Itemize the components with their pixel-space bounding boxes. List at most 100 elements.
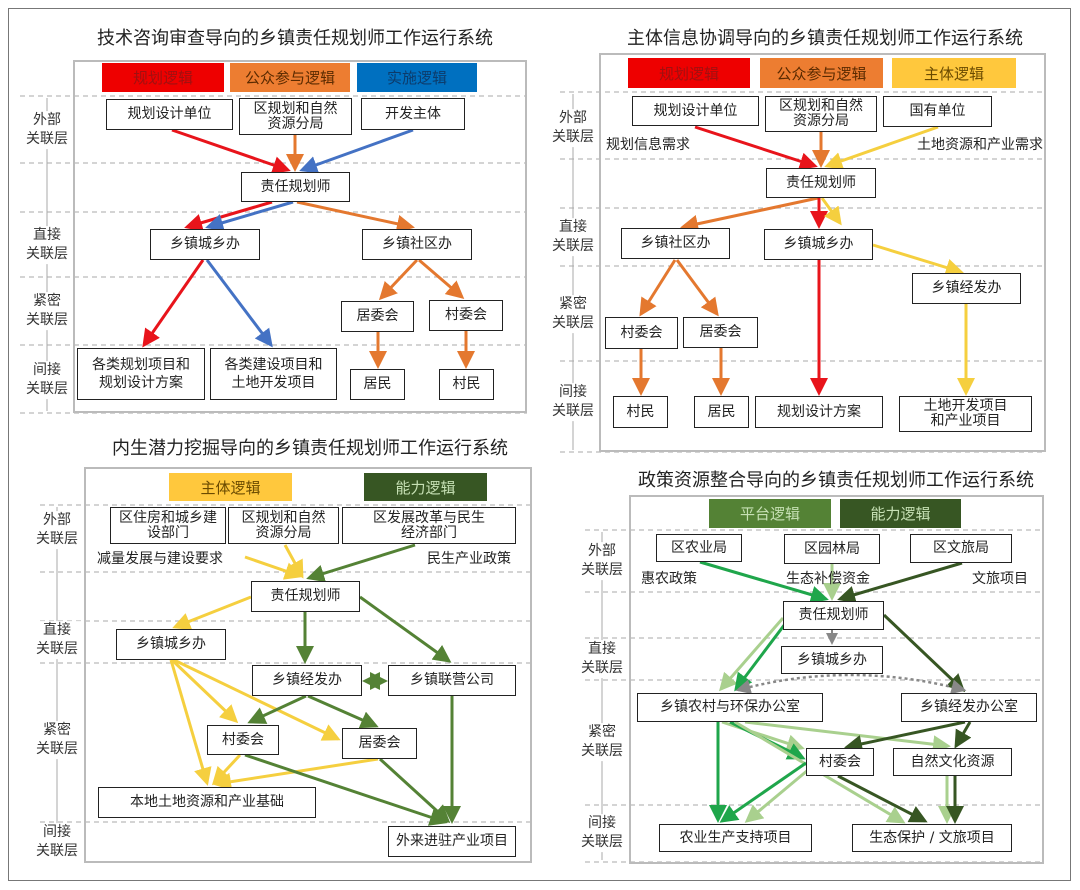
legend-planning-logic: 规划逻辑	[628, 58, 750, 88]
node-villagers: 村民	[439, 369, 494, 400]
arrow-dark-green	[837, 774, 928, 823]
layer-direct: 直接 关联层	[577, 640, 627, 678]
panel-box	[73, 60, 527, 413]
node-natural-cultural-resources: 自然文化资源	[893, 748, 1012, 776]
legend-public-participation-logic: 公众参与逻辑	[760, 58, 883, 88]
arrow-blue	[205, 259, 273, 348]
arrow-yellow	[820, 197, 842, 226]
legend-capability-logic: 能力逻辑	[840, 499, 961, 528]
node-town-economic-office: 乡镇经发办	[912, 273, 1021, 304]
node-agricultural-support-projects: 农业生产支持项目	[659, 824, 812, 852]
layer-close: 紧密 关联层	[548, 295, 598, 333]
arrow-blue	[299, 128, 414, 174]
node-villagers-committee: 村委会	[806, 748, 874, 776]
arrow-green	[247, 694, 307, 724]
legend-implementation-logic: 实施逻辑	[357, 63, 477, 92]
arrow-red	[142, 259, 205, 348]
panel-title: 技术咨询审查导向的乡镇责任规划师工作运行系统	[97, 28, 493, 49]
node-district-planning-bureau: 区规划和自然 资源分局	[239, 98, 352, 135]
figure-frame	[8, 8, 1071, 881]
arrow-light-green	[744, 768, 809, 823]
node-responsible-planner: 责任规划师	[241, 172, 350, 202]
node-town-urban-rural-office: 乡镇城乡办	[116, 629, 226, 660]
layer-direct: 直接 关联层	[32, 621, 82, 659]
panel-box	[84, 467, 532, 863]
legend-capability-logic: 能力逻辑	[364, 473, 487, 501]
node-town-economic-office: 乡镇经发办	[252, 665, 362, 696]
panel-title: 内生潜力挖掘导向的乡镇责任规划师工作运行系统	[112, 438, 508, 459]
node-responsible-planner: 责任规划师	[783, 601, 884, 630]
layer-external: 外部 关联层	[32, 511, 82, 549]
node-town-community-office: 乡镇社区办	[362, 229, 472, 260]
node-developer: 开发主体	[361, 98, 465, 130]
arrow-orange	[675, 259, 719, 317]
arrow-red	[184, 200, 273, 232]
legend-platform-logic: 平台逻辑	[709, 499, 831, 528]
node-town-urban-rural-office: 乡镇城乡办	[764, 229, 873, 260]
arrow-bright-green	[734, 623, 787, 692]
node-residents-committee: 居委会	[342, 728, 417, 759]
node-landscape-bureau: 区园林局	[784, 534, 880, 564]
arrow-orange	[680, 196, 819, 233]
arrow-light-green	[744, 720, 951, 754]
node-district-planning-bureau: 区规划和自然 资源分局	[765, 96, 877, 132]
node-town-urban-rural-office: 乡镇城乡办	[781, 646, 883, 674]
node-planning-projects: 各类规划项目和 规划设计方案	[77, 348, 205, 400]
arrow-dark-green	[954, 721, 972, 749]
arrow-yellow	[169, 659, 212, 786]
arrow-orange	[639, 259, 677, 317]
node-rural-environment-office: 乡镇农村与环保办公室	[637, 693, 823, 722]
arrow-green	[244, 753, 448, 826]
arrow-orange	[418, 258, 465, 299]
arrow-orange	[296, 200, 415, 233]
arrow-blue	[205, 200, 294, 232]
layer-direct: 直接 关联层	[22, 226, 72, 264]
node-culture-tourism-bureau: 区文旅局	[910, 534, 1012, 563]
node-responsible-planner: 责任规划师	[251, 581, 360, 612]
node-town-urban-rural-office: 乡镇城乡办	[150, 229, 260, 260]
arrow-green	[306, 543, 416, 583]
arrow-green	[378, 757, 451, 824]
arrow-red	[171, 128, 291, 174]
arrow-bright-green	[699, 560, 829, 604]
legend-planning-logic: 规划逻辑	[102, 63, 224, 92]
node-villagers-committee: 村委会	[605, 317, 678, 349]
arrow-green	[307, 694, 379, 729]
layer-close: 紧密 关联层	[32, 721, 82, 759]
arrow-yellow	[824, 125, 939, 170]
node-residents-committee: 居委会	[341, 301, 414, 332]
node-villagers-committee: 村委会	[429, 300, 503, 331]
arrow-dark-green	[844, 720, 966, 753]
note-land-industry-demand: 土地资源和产业需求	[917, 137, 1043, 153]
node-residents-committee: 居委会	[683, 317, 758, 348]
layer-close: 紧密 关联层	[22, 292, 72, 330]
arrow-bright-green	[719, 761, 807, 823]
node-design-unit: 规划设计单位	[106, 99, 233, 130]
arrow-gray-dotted-double	[735, 673, 967, 695]
node-agriculture-bureau: 区农业局	[656, 534, 742, 562]
layer-indirect: 间接 关联层	[548, 383, 598, 421]
panel-title: 政策资源整合导向的乡镇责任规划师工作运行系统	[638, 470, 1034, 491]
arrow-orange	[378, 258, 419, 301]
arrow-yellow	[283, 544, 304, 579]
note-reduction-requirements: 减量发展与建设要求	[97, 551, 223, 567]
node-residents: 居民	[350, 369, 405, 400]
layer-external: 外部 关联层	[22, 111, 72, 149]
legend-subject-logic: 主体逻辑	[169, 473, 292, 501]
arrow-dark-green	[837, 561, 963, 604]
arrow-red	[694, 125, 818, 170]
layer-external: 外部 关联层	[548, 109, 598, 147]
layer-indirect: 间接 关联层	[22, 361, 72, 399]
node-construction-projects: 各类建设项目和 土地开发项目	[210, 348, 337, 400]
layer-indirect: 间接 关联层	[32, 823, 82, 861]
node-district-planning-bureau: 区规划和自然 资源分局	[228, 507, 339, 544]
node-external-industry-projects: 外来进驻产业项目	[388, 826, 516, 857]
node-land-industry-projects: 土地开发项目 和产业项目	[899, 396, 1032, 432]
node-town-joint-company: 乡镇联营公司	[388, 665, 516, 696]
arrow-yellow	[173, 658, 341, 741]
layer-direct: 直接 关联层	[548, 218, 598, 256]
node-villagers-committee: 村委会	[207, 725, 279, 755]
node-design-unit: 规划设计单位	[632, 96, 759, 126]
layer-close: 紧密 关联层	[577, 723, 627, 761]
